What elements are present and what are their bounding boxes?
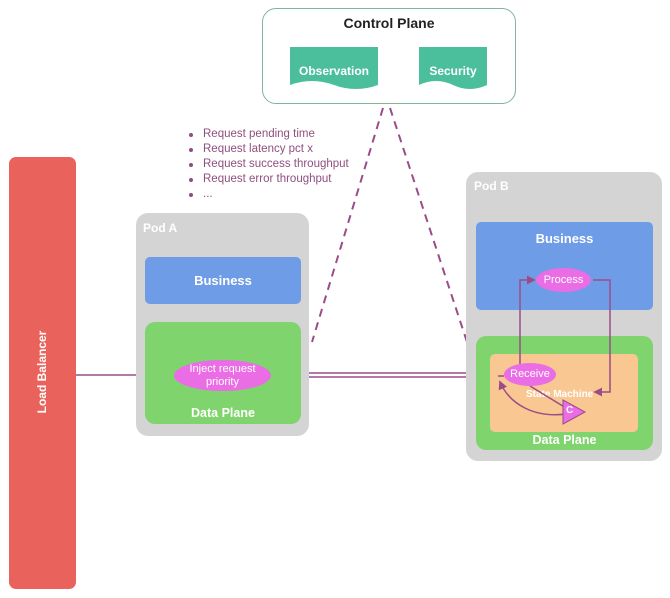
pod-a-business: Business (145, 257, 301, 304)
pod-b-title: Pod B (474, 179, 509, 193)
pod-b-business: Business (476, 222, 653, 310)
security-label: Security (429, 64, 477, 78)
security-document-shape (419, 47, 487, 89)
state-machine-label: State Machine (526, 389, 594, 400)
pod-a-title: Pod A (143, 221, 178, 235)
metric-item: Request pending time (188, 127, 349, 142)
observation-label: Observation (298, 64, 370, 78)
process-node: Process (536, 268, 591, 292)
metric-item: Request error throughput (188, 172, 349, 187)
control-plane-title: Control Plane (343, 15, 435, 31)
metrics-list: Request pending time Request latency pct… (188, 127, 349, 202)
metric-item: Request latency pct x (188, 142, 349, 157)
receive-node: Receive (504, 363, 556, 386)
process-to-state-arrow (593, 279, 611, 397)
observation-document-shape (290, 47, 378, 89)
dashed-link-pod-a (311, 107, 384, 343)
metric-item: ... (188, 187, 349, 202)
receive-to-process-arrow (519, 275, 536, 365)
metric-item: Request success throughput (188, 157, 349, 172)
receive-to-c-line (529, 385, 567, 409)
pod-a-data-plane-label: Data Plane (191, 406, 255, 420)
inject-label-line2: priority (205, 375, 239, 388)
c-triangle-label: C (566, 405, 574, 416)
inject-priority-node: Inject request priority (174, 360, 271, 391)
c-triangle (562, 399, 587, 425)
inject-label-line1: Inject request (189, 362, 256, 375)
state-loop-arrow (498, 380, 567, 416)
load-balancer (9, 157, 76, 589)
pod-b-data-plane-label: Data Plane (532, 433, 597, 447)
